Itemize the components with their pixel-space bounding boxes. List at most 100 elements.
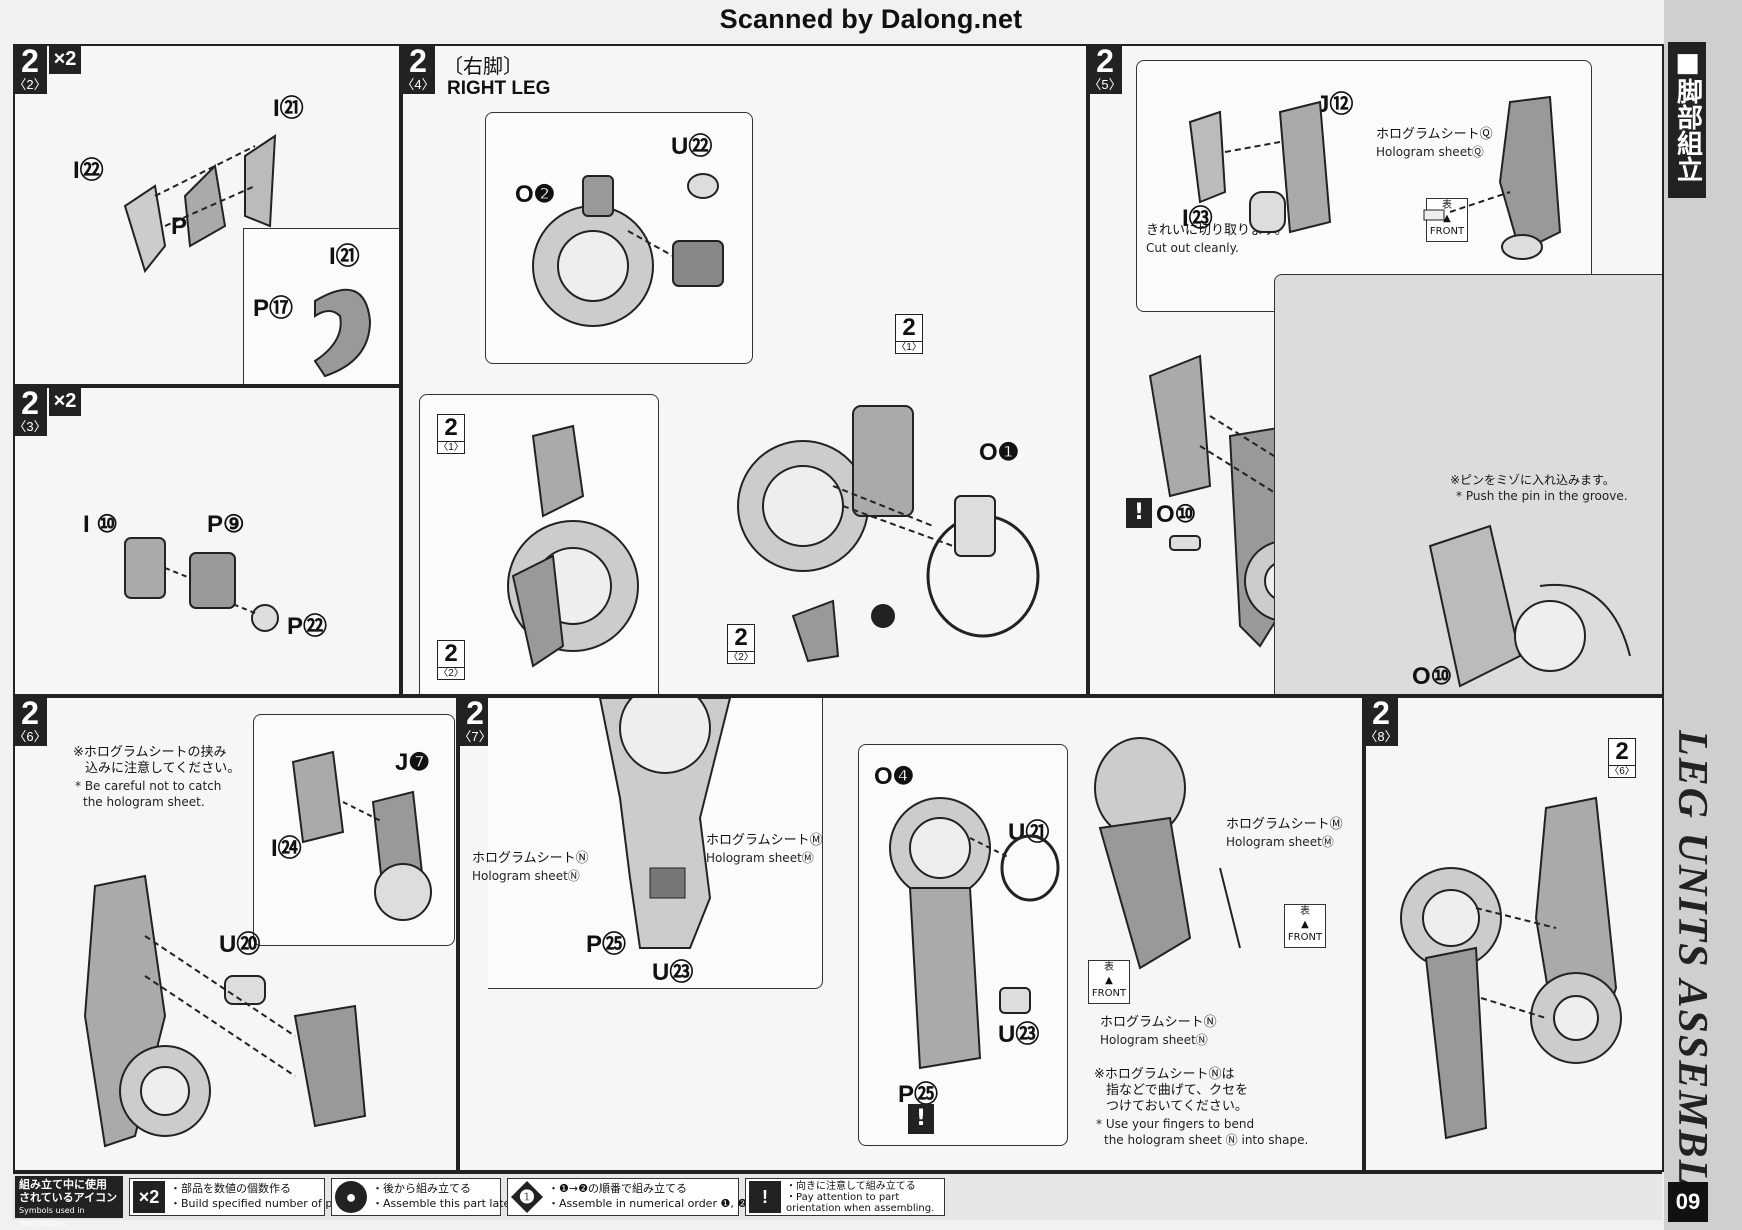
- step-2-3-panel: 2〈3〉 ×2 I ⑩ P⑨ P㉒: [13, 386, 401, 696]
- step-number: 2: [409, 44, 427, 79]
- hologram-q-label-en: Hologram sheetⓆ: [1376, 145, 1484, 159]
- step-number: 2: [21, 696, 39, 731]
- step-reference: 2〈6〉: [1608, 738, 1636, 778]
- legend-title: 組み立て中に使用 されているアイコン Symbols used in instr…: [15, 1176, 123, 1228]
- caution-note-jp-1: ※ホログラムシートの挟み: [73, 745, 227, 760]
- step-title-en: RIGHT LEG: [447, 78, 551, 99]
- leg-final-assembly-illustration: [1400, 796, 1622, 1140]
- part-label-u23-detail: U㉓: [998, 1021, 1040, 1048]
- legend-title-jp-2: されているアイコン: [19, 1191, 118, 1204]
- part-label-j7: J❼: [395, 749, 430, 776]
- part-assembly-illustration: [124, 537, 279, 632]
- step-reference: 2〈2〉: [727, 624, 755, 664]
- orientation-warning-icon: !: [908, 1104, 934, 1134]
- pin-groove-illustration: [1428, 524, 1631, 688]
- step-number: 2: [466, 696, 484, 731]
- step-sub: 〈4〉: [401, 77, 435, 92]
- multiplier-badge: ×2: [49, 46, 81, 74]
- step-2-3-badge: 2〈3〉: [13, 388, 47, 436]
- part-label-o4: O❹: [874, 763, 915, 790]
- front-tag-jp: 表: [1300, 906, 1310, 917]
- legend-en: ・Build specified number of parts.: [170, 1197, 358, 1210]
- part-label-i21-detail: I㉑: [329, 243, 360, 270]
- step-2-4-badge: 2〈4〉: [401, 44, 435, 94]
- pin-note-jp: ※ピンをミゾに入れ込みます。: [1450, 473, 1615, 487]
- ref-sub: 〈1〉: [438, 441, 464, 453]
- orientation-warning-icon: !: [1126, 498, 1152, 528]
- hologram-n-label-jp: ホログラムシートⓃ: [472, 851, 589, 866]
- part-label-i24: I㉔: [271, 835, 302, 862]
- bend-note-jp-3: つけておいてください。: [1106, 1099, 1248, 1114]
- step-reference: 2〈1〉: [437, 414, 465, 454]
- part-detail-illustration: [313, 288, 372, 378]
- lower-leg-assembly-illustration: [83, 874, 367, 1148]
- thigh-parts-illustration: [1188, 95, 1562, 260]
- legend-item-assemble-later: ● ・後から組み立てる・Assemble this part later.: [331, 1178, 517, 1216]
- step-sub: 〈7〉: [458, 729, 492, 744]
- front-tag-jp: 表: [1104, 962, 1114, 973]
- front-tag-en: FRONT: [1287, 932, 1323, 943]
- bend-note-en-1: * Use your fingers to bend: [1096, 1117, 1255, 1131]
- legend-jp: ・部品を数値の個数作る: [170, 1182, 291, 1195]
- assemble-later-icon: ●: [335, 1181, 367, 1213]
- legend-jp: ・❶→❷の順番で組み立てる: [548, 1182, 687, 1195]
- part-label-o10: O⑩: [1156, 501, 1197, 528]
- front-tag: 表 ▲ FRONT: [1088, 960, 1130, 1004]
- sidebar-jp-title: ■脚部組立: [1668, 42, 1706, 198]
- legend-item-orientation: ! ・向きに注意して組み立てる・Pay attention to part or…: [745, 1178, 945, 1216]
- right-leg-assembled-illustration: [507, 424, 639, 668]
- legend-item-multiplier: ×2 ・部品を数値の個数作る・Build specified number of…: [129, 1178, 357, 1216]
- knee-assembly-illustration: [737, 405, 1040, 663]
- step-2-8-panel: 2〈8〉 2〈6〉: [1364, 696, 1664, 1172]
- sidebar: [1664, 0, 1742, 1230]
- caution-note-en-2: the hologram sheet.: [83, 795, 205, 809]
- part-label-i21: I㉑: [273, 95, 304, 122]
- leg-armor-part-illustration: [123, 134, 277, 274]
- step-number: 2: [21, 44, 39, 79]
- knee-part-illustration: [291, 750, 432, 921]
- ref-sub: 〈2〉: [728, 651, 754, 663]
- part-label-p22: P㉒: [287, 613, 328, 640]
- step-sub: 〈2〉: [13, 77, 47, 92]
- caution-note-en-1: * Be careful not to catch: [75, 779, 222, 793]
- part-label-i10: I ⑩: [83, 511, 118, 538]
- hologram-m2-label-en: Hologram sheetⓂ: [1226, 835, 1334, 849]
- part-label-o2: O❷: [515, 181, 556, 208]
- part-label-j12: J⑫: [1316, 91, 1354, 118]
- arrow-icon: ▲: [1443, 213, 1451, 224]
- cut-note-en: Cut out cleanly.: [1146, 241, 1239, 255]
- ref-step: 2: [734, 624, 748, 651]
- multiplier-badge: ×2: [49, 388, 81, 416]
- step-title-jp: 〔右脚〕: [443, 56, 523, 78]
- bend-note-en-2: the hologram sheet Ⓝ into shape.: [1104, 1133, 1309, 1147]
- hologram-n-label-en: Hologram sheetⓃ: [472, 869, 580, 883]
- part-label-p25-detail: P㉕: [898, 1081, 939, 1108]
- legend-jp: ・向きに注意して組み立てる: [786, 1181, 916, 1192]
- bend-note-jp-1: ※ホログラムシートⓃは: [1094, 1067, 1235, 1082]
- step-reference: 2〈1〉: [895, 314, 923, 354]
- shin-frame-illustration: [889, 797, 1060, 1070]
- step-2-5-panel: 2〈5〉 J⑫ I㉓ きれいに切り取ります。 Cut out cleanly. …: [1088, 44, 1664, 696]
- step-sub: 〈3〉: [13, 419, 47, 434]
- legend-jp: ・後から組み立てる: [372, 1182, 471, 1195]
- hologram-q-label-jp: ホログラムシートⓆ: [1376, 127, 1493, 142]
- pin-note-en: * Push the pin in the groove.: [1456, 489, 1628, 503]
- ref-sub: 〈2〉: [438, 667, 464, 679]
- step-sub: 〈6〉: [13, 729, 47, 744]
- sidebar-en-title: LEG UNITS ASSEMBLY: [1669, 730, 1715, 1214]
- ref-step: 2: [444, 640, 458, 667]
- caution-note-jp-2: 込みに注意してください。: [85, 761, 241, 776]
- order-icon: ❶: [511, 1181, 543, 1213]
- step-sub: 〈5〉: [1088, 77, 1122, 92]
- step-2-4-panel: 2〈4〉 〔右脚〕 RIGHT LEG U㉒ O❷ 2〈1〉 2〈2〉 2〈1〉…: [401, 44, 1088, 696]
- legend-en: ・Assemble this part later.: [372, 1197, 518, 1210]
- ref-step: 2: [902, 314, 916, 341]
- step-sub: 〈8〉: [1364, 729, 1398, 744]
- hologram-m2-label-jp: ホログラムシートⓂ: [1226, 817, 1343, 832]
- hologram-n2-label-en: Hologram sheetⓃ: [1100, 1033, 1208, 1047]
- legend-en: ・Assemble in numerical order ❶, ❷...: [548, 1197, 758, 1210]
- step-2-6-badge: 2〈6〉: [13, 696, 47, 746]
- part-label-u22: U㉒: [671, 133, 713, 160]
- legend-item-text: ・後から組み立てる・Assemble this part later.: [372, 1181, 517, 1211]
- part-label-p9: P⑨: [207, 511, 245, 538]
